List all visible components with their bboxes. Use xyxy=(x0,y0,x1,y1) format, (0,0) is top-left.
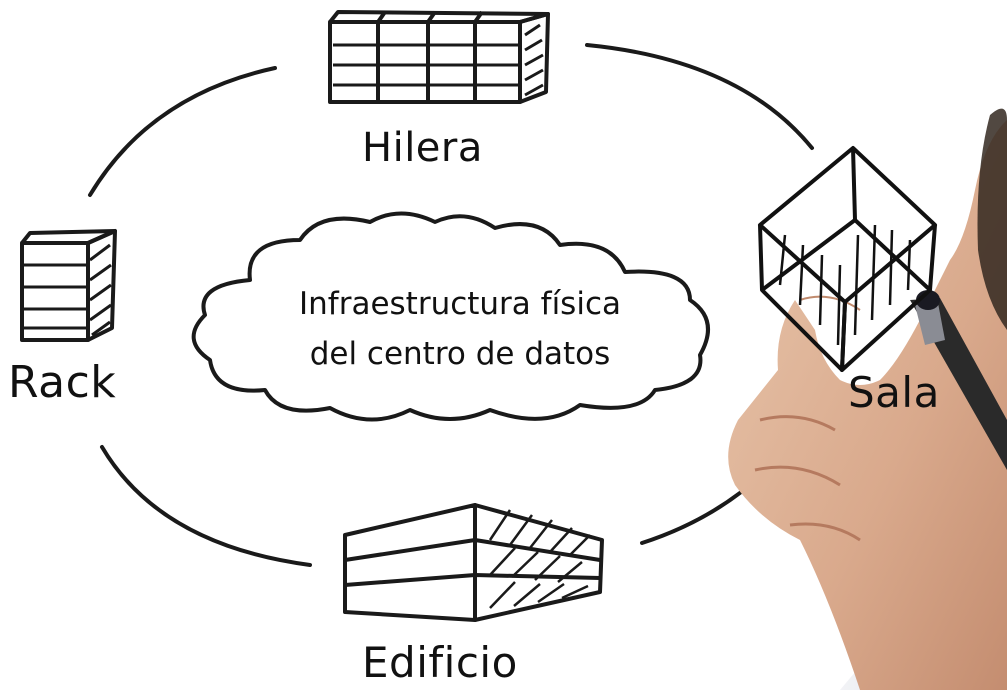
edificio-label: Edificio xyxy=(362,638,518,687)
sala-label: Sala xyxy=(848,368,940,417)
edificio-icon xyxy=(343,503,604,622)
arc-hilera-sala xyxy=(585,43,814,150)
center-title-line1: Infraestructura física xyxy=(299,286,621,322)
rack-icon xyxy=(20,229,117,342)
sala-icon xyxy=(758,146,937,372)
hilera-label: Hilera xyxy=(362,125,483,171)
rack-label: Rack xyxy=(8,357,117,408)
center-title-line2: del centro de datos xyxy=(309,336,611,372)
arc-edificio-rack xyxy=(100,445,312,567)
hilera-icon xyxy=(328,10,550,104)
arc-rack-hilera xyxy=(88,66,277,197)
center-cloud xyxy=(191,211,710,422)
hand-illustration xyxy=(728,108,1007,690)
